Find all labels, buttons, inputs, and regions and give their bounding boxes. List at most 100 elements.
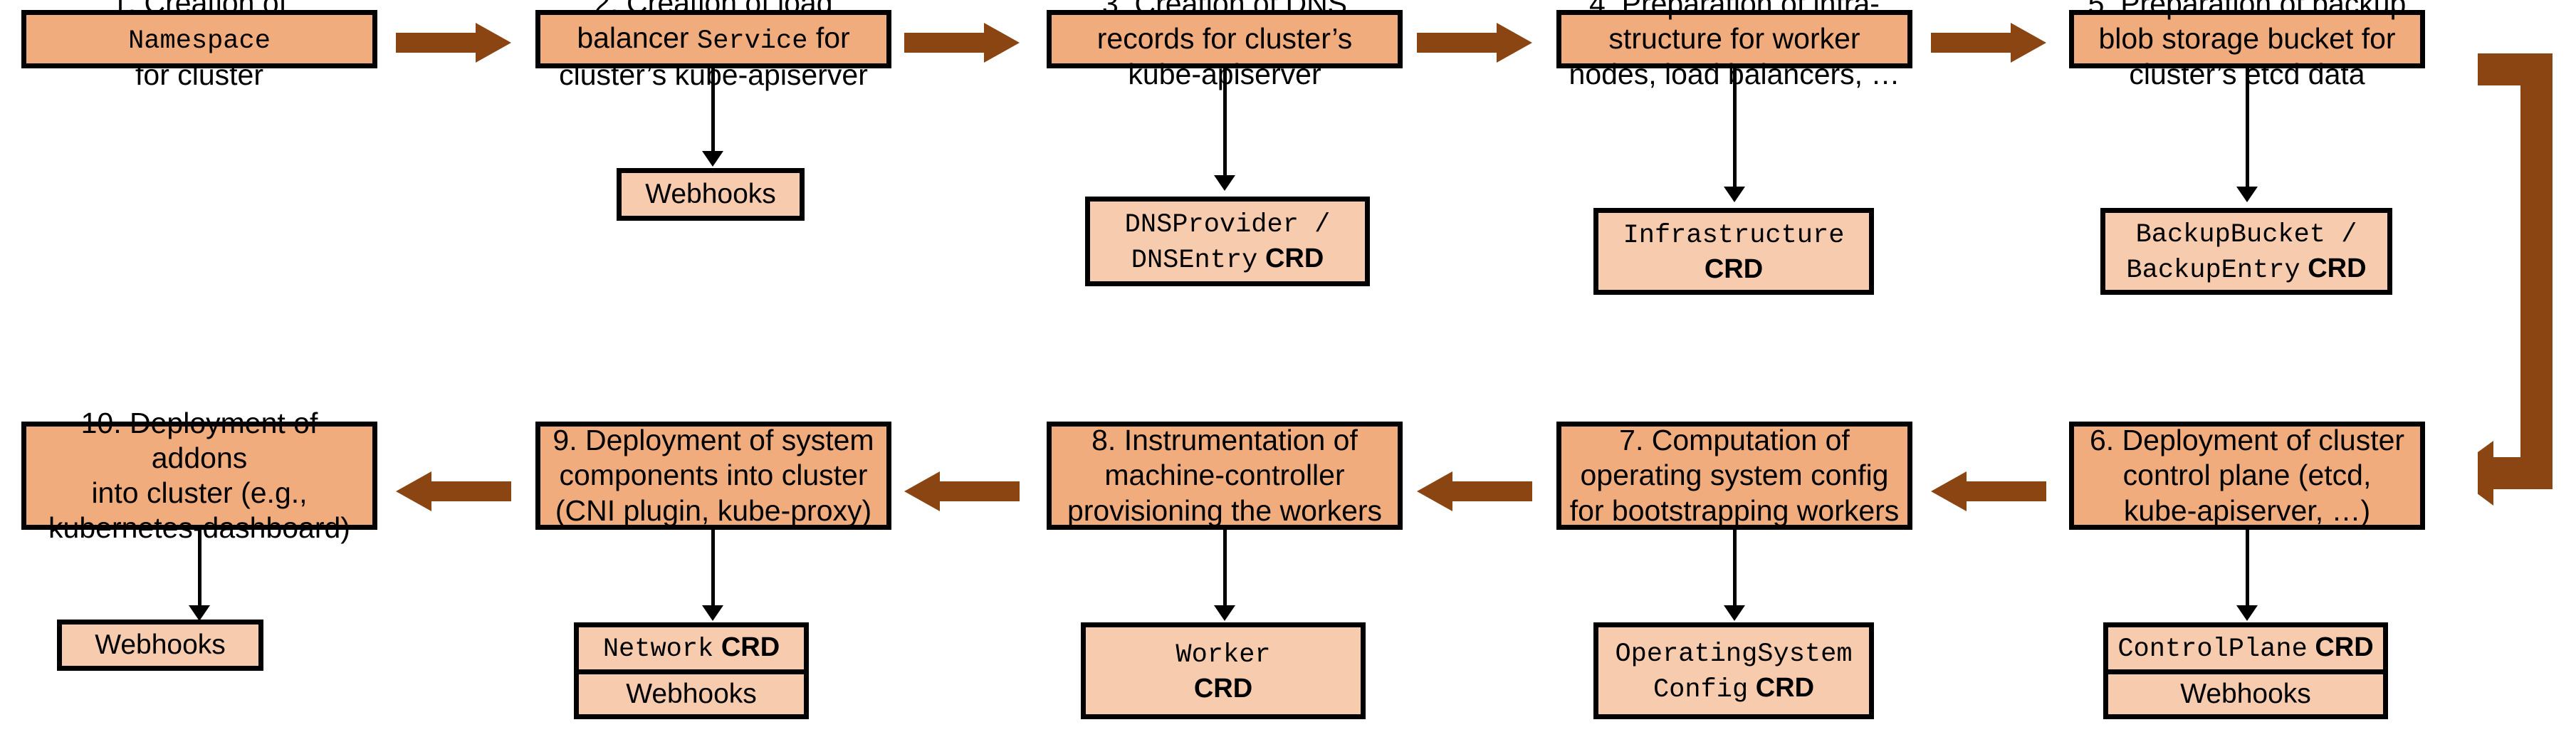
step-2-line-2a: balancer bbox=[577, 21, 697, 55]
step-7-text: 7. Computation of operating system confi… bbox=[1569, 423, 1900, 528]
artifact-box-step2-webhooks[interactable]: Webhooks bbox=[617, 168, 805, 221]
step-6-line-2: control plane (etcd, bbox=[2122, 459, 2372, 492]
crd-label-controlplane: CRD bbox=[2315, 632, 2374, 663]
connector-step10-to-webhooks bbox=[198, 530, 201, 608]
step-2-line-2b: for bbox=[807, 21, 850, 55]
connector-arrowhead-step10 bbox=[189, 605, 210, 621]
infrastructure-mono: Infrastructure bbox=[1623, 221, 1845, 251]
step-3-line-2: records for cluster’s bbox=[1096, 22, 1353, 56]
step-1-line-3: for cluster bbox=[135, 58, 263, 91]
step-box-4[interactable]: 4. Preparation of infra- structure for w… bbox=[1556, 0, 1912, 90]
step-9-line-2: components into cluster bbox=[559, 459, 868, 492]
dns-mono-line-1: DNSProvider / bbox=[1124, 209, 1331, 240]
connector-arrowhead-step7 bbox=[1724, 605, 1745, 621]
arrow-step5-to-step6-elbow bbox=[2478, 53, 2576, 513]
step-3-text: 3. Creation of DNS records for cluster’s… bbox=[1059, 0, 1391, 92]
crd-label-backup: CRD bbox=[2308, 254, 2367, 283]
step-2-line-1: 2. Creation of load bbox=[594, 0, 833, 20]
step-box-9[interactable]: 9. Deployment of system components into … bbox=[535, 422, 891, 530]
connector-arrowhead-step4 bbox=[1724, 187, 1745, 202]
arrow-step7-to-step8 bbox=[1417, 471, 1532, 511]
connector-step3-to-crd bbox=[1223, 68, 1227, 177]
crd-label-dns: CRD bbox=[1265, 244, 1324, 273]
webhooks-label-10: Webhooks bbox=[95, 629, 226, 661]
step-1-line-1: 1. Creation of bbox=[111, 0, 288, 20]
step-1-text: 1. Creation of Namespace for cluster bbox=[33, 0, 365, 93]
artifact-cell-controlplane-crd: ControlPlane CRD bbox=[2108, 627, 2383, 669]
step-8-line-3: provisioning the workers bbox=[1067, 493, 1383, 527]
step-1-mono-namespace: Namespace bbox=[128, 26, 271, 57]
arrow-step8-to-step9 bbox=[904, 471, 1020, 511]
artifact-cell-webhooks: Webhooks bbox=[622, 173, 800, 216]
artifact-box-step9-network[interactable]: Network CRD Webhooks bbox=[574, 622, 809, 719]
step-8-line-1: 8. Instrumentation of bbox=[1091, 424, 1358, 457]
step-7-line-3: for bootstrapping workers bbox=[1569, 493, 1900, 527]
connector-step4-to-crd bbox=[1733, 68, 1737, 188]
step-4-line-2: structure for worker bbox=[1608, 22, 1860, 56]
step-5-line-2: blob storage bucket for bbox=[2098, 22, 2396, 56]
artifact-cell-backup-crd: BackupBucket / BackupEntry CRD bbox=[2105, 213, 2387, 290]
arrow-step4-to-step5 bbox=[1931, 23, 2046, 63]
step-6-line-3: kube-apiserver, …) bbox=[2123, 493, 2371, 527]
arrow-step6-to-step7 bbox=[1931, 471, 2046, 511]
connector-step2-to-webhooks bbox=[711, 68, 715, 152]
step-9-line-3: (CNI plugin, kube-proxy) bbox=[555, 493, 872, 527]
artifact-cell-worker-crd: Worker CRD bbox=[1086, 627, 1361, 714]
arrow-step2-to-step3 bbox=[904, 23, 1020, 63]
step-4-line-1: 4. Preparation of infra- bbox=[1589, 0, 1880, 21]
artifact-box-step8-worker-crd[interactable]: Worker CRD bbox=[1081, 622, 1366, 719]
artifact-cell-webhooks-9: Webhooks bbox=[579, 669, 804, 714]
artifact-box-step6-controlplane[interactable]: ControlPlane CRD Webhooks bbox=[2103, 622, 2388, 719]
step-9-text: 9. Deployment of system components into … bbox=[548, 423, 879, 528]
step-box-8[interactable]: 8. Instrumentation of machine-controller… bbox=[1047, 422, 1403, 530]
connector-arrowhead-step2 bbox=[702, 151, 723, 167]
step-box-7[interactable]: 7. Computation of operating system confi… bbox=[1556, 422, 1912, 530]
connector-step8-to-worker bbox=[1223, 530, 1227, 608]
arrow-step1-to-step2 bbox=[396, 23, 511, 63]
step-5-text: 5. Preparation of backup blob storage bu… bbox=[2081, 0, 2413, 92]
artifact-cell-dns-crd: DNSProvider / DNSEntry CRD bbox=[1090, 202, 1365, 281]
step-7-line-2: operating system config bbox=[1580, 459, 1889, 492]
step-10-line-1: 10. Deployment of addons bbox=[80, 406, 318, 474]
step-box-2[interactable]: 2. Creation of load balancer Service for… bbox=[535, 0, 891, 91]
worker-mono: Worker bbox=[1176, 640, 1271, 671]
artifact-cell-webhooks-10: Webhooks bbox=[62, 625, 258, 666]
arrow-step3-to-step4 bbox=[1417, 23, 1532, 63]
connector-arrowhead-step9 bbox=[702, 605, 723, 621]
artifact-cell-webhooks-6: Webhooks bbox=[2108, 669, 2383, 714]
artifact-cell-infrastructure-crd: Infrastructure CRD bbox=[1598, 213, 1869, 290]
step-5-line-1: 5. Preparation of backup bbox=[2088, 0, 2407, 21]
network-mono: Network bbox=[602, 634, 714, 665]
connector-arrowhead-step6 bbox=[2236, 605, 2258, 621]
connector-step6-to-artifacts bbox=[2246, 530, 2249, 608]
artifact-box-step10-webhooks[interactable]: Webhooks bbox=[57, 620, 263, 671]
step-8-line-2: machine-controller bbox=[1104, 459, 1345, 492]
step-2-mono-service: Service bbox=[696, 26, 808, 57]
step-9-line-1: 9. Deployment of system bbox=[553, 424, 874, 457]
connector-arrowhead-step8 bbox=[1214, 605, 1235, 621]
step-6-text: 6. Deployment of cluster control plane (… bbox=[2081, 423, 2413, 528]
step-box-1[interactable]: 1. Creation of Namespace for cluster bbox=[21, 0, 377, 91]
webhooks-label-9: Webhooks bbox=[626, 679, 757, 710]
controlplane-mono: ControlPlane bbox=[2117, 634, 2308, 665]
step-box-6[interactable]: 6. Deployment of cluster control plane (… bbox=[2069, 422, 2425, 530]
osc-mono-line-2: Config bbox=[1653, 675, 1749, 705]
step-box-5[interactable]: 5. Preparation of backup blob storage bu… bbox=[2069, 0, 2425, 90]
artifact-cell-osc-crd: OperatingSystem Config CRD bbox=[1598, 627, 1869, 714]
artifact-box-step5-backup-crd[interactable]: BackupBucket / BackupEntry CRD bbox=[2100, 208, 2392, 295]
connector-arrowhead-step5 bbox=[2236, 187, 2258, 202]
step-box-10[interactable]: 10. Deployment of addons into cluster (e… bbox=[21, 407, 377, 544]
connector-step7-to-osc bbox=[1733, 530, 1737, 608]
artifact-box-step4-infrastructure-crd[interactable]: Infrastructure CRD bbox=[1593, 208, 1874, 295]
artifact-box-step7-osc-crd[interactable]: OperatingSystem Config CRD bbox=[1593, 622, 1874, 719]
step-box-3[interactable]: 3. Creation of DNS records for cluster’s… bbox=[1047, 0, 1403, 90]
osc-mono-line-1: OperatingSystem bbox=[1615, 639, 1853, 669]
backup-mono-line-1: BackupBucket / bbox=[2135, 219, 2357, 250]
backup-mono-line-2: BackupEntry bbox=[2126, 256, 2300, 286]
artifact-box-step3-dns-crd[interactable]: DNSProvider / DNSEntry CRD bbox=[1085, 197, 1370, 286]
step-3-line-1: 3. Creation of DNS bbox=[1101, 0, 1348, 21]
crd-label-osc: CRD bbox=[1755, 673, 1815, 703]
connector-step5-to-crd bbox=[2246, 68, 2249, 188]
step-10-line-2: into cluster (e.g., bbox=[91, 476, 308, 509]
